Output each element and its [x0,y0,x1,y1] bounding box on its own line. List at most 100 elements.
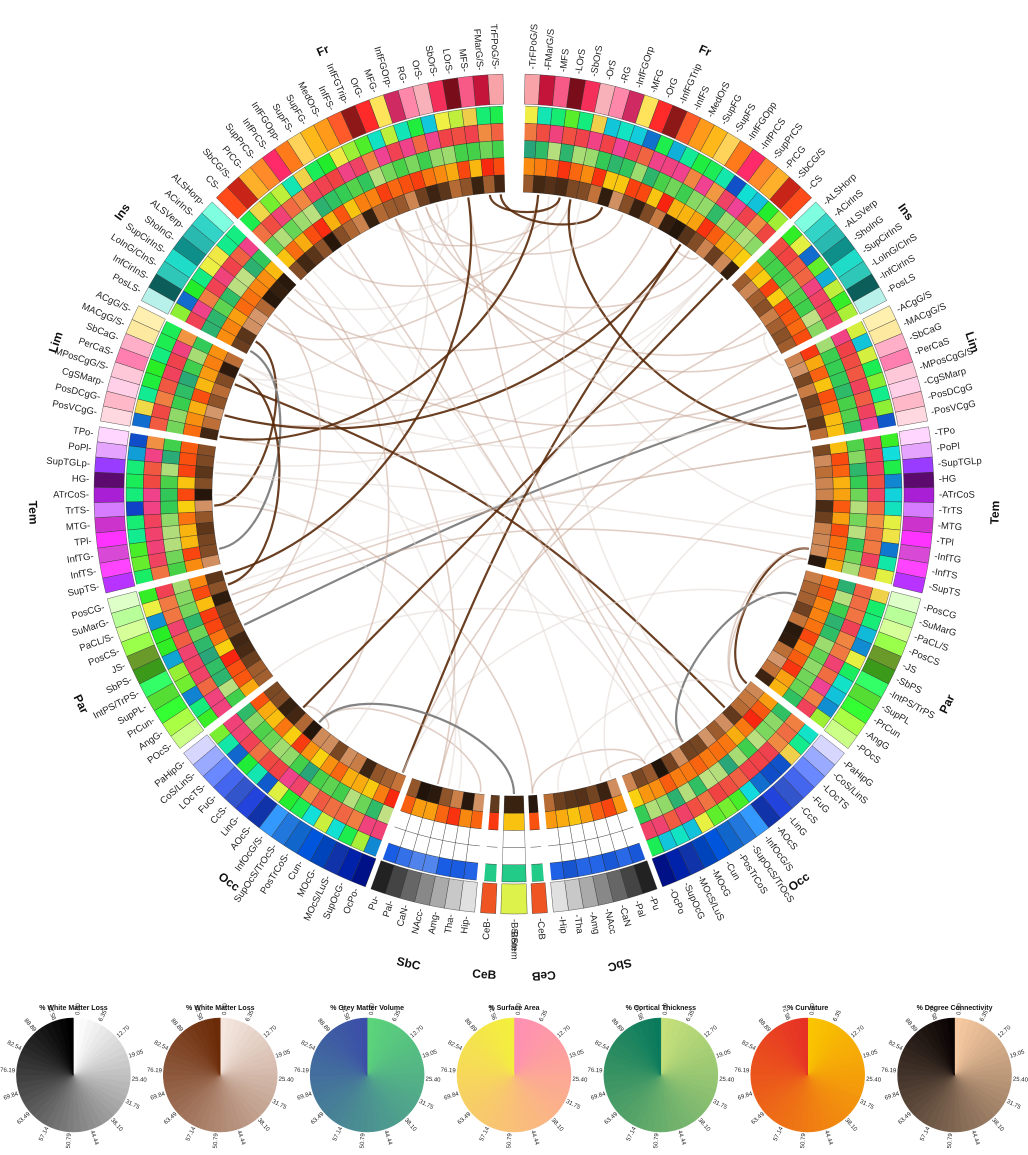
legend-tick: 82.54 [740,1040,757,1052]
region-label: JS- [110,660,127,676]
legend-tick: 12.70 [703,1025,719,1040]
region-label: CeB- [481,918,493,940]
legend-tick: 57.14 [479,1126,491,1143]
region-segment [139,670,174,698]
metric-cell [448,179,463,199]
legend-tick: 25.40 [1013,1077,1028,1084]
region-segment [274,140,304,174]
region-label: SupTGLp- [46,456,90,470]
connection-link [563,201,710,723]
region-segment [350,853,377,888]
region-segment [383,90,407,124]
connection-link [224,243,682,430]
metric-cell [329,740,349,762]
legend-pie: % Curvature0.006.3512.7019.0525.4031.753… [734,1003,882,1149]
metric-cell [548,124,565,144]
lobe-label: Tem [26,500,41,524]
metric-cell [379,767,398,789]
legend-title: % Cortical Thickness [626,1005,697,1012]
region-label: -ATrCoS [939,490,975,501]
region-segment [235,785,267,819]
legend-tick: 25.40 [719,1077,735,1084]
metric-cell [847,525,867,540]
metric-cell [160,462,180,477]
region-label: -BStem [508,928,519,960]
metric-cell [293,712,315,734]
connection-link [402,588,793,773]
legend-pie: % Surface Area0.006.3512.7019.0525.4031.… [440,1003,588,1149]
region-segment [213,766,246,799]
region-label: -Pal [632,899,647,918]
region-label: Hip- [459,916,472,935]
legend-tick: 44.44 [529,1130,540,1147]
region-segment [202,755,236,788]
region-segment [459,880,478,913]
metric-cell [478,140,494,160]
legend-title: % Grey Matter Volume [330,1005,404,1012]
region-label: TrTS- [65,505,89,517]
metric-cell [304,245,325,267]
legend-tick: 69.84 [150,1091,167,1102]
metric-cell [449,789,465,809]
region-segment [97,426,130,446]
region-segment [148,273,183,303]
region-segment [385,864,409,899]
metric-cell [884,473,903,489]
connection-link [329,199,572,287]
metric-cell [268,280,290,301]
region-segment [97,544,130,564]
region-segment [323,841,351,876]
region-label: ATrCoS- [53,490,89,501]
legend-tick: 6.35 [832,1009,843,1023]
legend-tick: 82.54 [593,1040,610,1052]
legend-tick: 95.24 [194,1004,205,1021]
metric-cell [269,688,291,709]
region-segment [126,644,161,671]
metric-cell [285,704,307,726]
legend-tick: 44.44 [235,1130,246,1147]
connection-link [546,195,814,518]
legend-tick: 50.79 [800,1133,807,1149]
metric-cell [143,501,162,516]
legend-tick: 82.54 [153,1040,170,1052]
metric-cell [127,528,147,545]
metric-cell [277,696,299,718]
legend-tick: 57.14 [185,1126,197,1143]
metric-cell [491,140,506,159]
metric-cell [815,500,834,513]
metric-cell [143,513,163,529]
region-label: -OrG [663,76,681,100]
region-segment [103,390,137,413]
region-segment [500,883,528,915]
connection-link [266,194,539,341]
metric-cell [160,500,179,515]
legend-tick: 0.00 [516,1003,523,1016]
legend-title: % Surface Area [488,1005,539,1012]
region-label: -CeB [535,918,547,940]
connection-link [219,322,762,454]
lobe-label: Par [71,692,92,716]
region-segment [93,501,125,519]
region-color-ring [93,73,935,915]
legend-tick: 50.79 [360,1133,367,1149]
connection-link [238,201,450,381]
metric-cell [195,454,215,468]
metric-cell [866,461,885,476]
metric-cell [144,447,164,464]
region-segment [140,286,175,315]
metric-cell [161,525,181,540]
connection-link [414,210,779,373]
legend-tick: 0.00 [663,1003,670,1016]
metric-cell [466,141,482,161]
region-label: -MTG [937,520,962,533]
region-segment [480,882,498,914]
legend-tick: 95.24 [635,1004,646,1021]
metric-cell [522,140,537,159]
metric-cell [489,105,505,125]
legend-row: % White Matter Loss0.006.3512.7019.0525.… [0,1003,1028,1149]
metric-cell [831,511,851,526]
legend-tick: 25.40 [572,1077,588,1084]
legend-tick: 50.79 [947,1133,954,1149]
region-segment [153,695,188,724]
region-label: -Amg [587,911,602,935]
